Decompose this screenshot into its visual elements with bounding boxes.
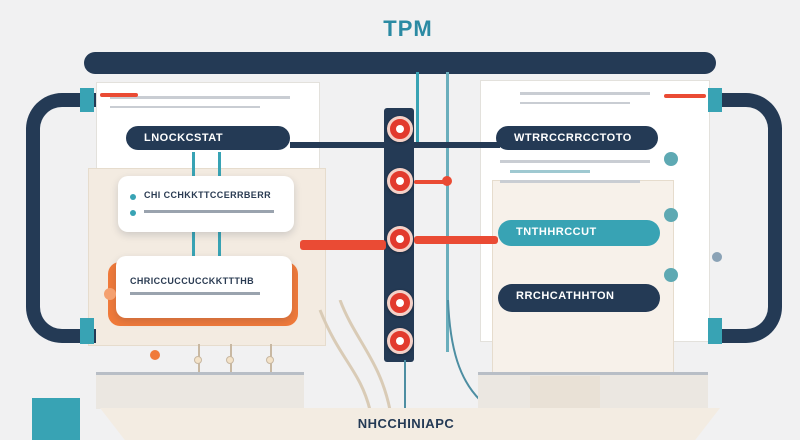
- valve-knob-5[interactable]: [387, 328, 413, 354]
- orange-dot-icon: [150, 350, 160, 360]
- panel-line: [110, 96, 290, 99]
- right-pipe-connector-top: [708, 88, 722, 112]
- connector-line: [446, 72, 449, 352]
- panel-line: [110, 106, 260, 108]
- bottom-left-base: [96, 372, 304, 409]
- short-red-link: [414, 180, 448, 184]
- diagram-title: TPM: [383, 16, 433, 41]
- left-pipe: [26, 93, 96, 343]
- bullet-icon: [130, 194, 136, 200]
- status-dot-icon: [712, 252, 722, 262]
- panel-line: [510, 170, 590, 173]
- status-dot-icon: [664, 208, 678, 222]
- right-red-link: [414, 236, 498, 244]
- panel-line: [500, 160, 650, 163]
- left-pipe-connector-bottom: [80, 318, 94, 344]
- left-red-link: [300, 240, 386, 250]
- pin-dot: [266, 356, 274, 364]
- connector-line: [192, 152, 195, 176]
- spine-to-left-bar: [290, 142, 384, 148]
- right-beige-module: [492, 180, 674, 374]
- left-card-bottom: CHRICCUCCUCCKKTTTHB: [116, 256, 292, 318]
- top-bus-bar: [84, 52, 716, 74]
- connector-line: [218, 152, 221, 176]
- spine-to-right-bar: [414, 142, 500, 148]
- wiring-lines: [318, 300, 481, 411]
- footer-label: NHCCHINIAPC: [357, 416, 455, 431]
- left-card-top: CHI CCHKKTTCCERRBERR: [118, 176, 294, 232]
- connector-line: [416, 72, 419, 142]
- text-line: [144, 210, 274, 213]
- valve-knob-4[interactable]: [387, 290, 413, 316]
- footer-base: [100, 408, 720, 440]
- text-line: [130, 292, 260, 295]
- top-right-accent: [664, 94, 706, 98]
- left-card-bottom-text: CHRICCUCCUCCKKTTTHB: [130, 276, 255, 286]
- pin-dot: [194, 356, 202, 364]
- top-left-accent: [100, 93, 138, 97]
- panel-line: [500, 180, 640, 183]
- connector-line: [192, 232, 195, 258]
- bullet-icon: [130, 210, 136, 216]
- teal-block: [32, 398, 80, 440]
- valve-knob-2[interactable]: [387, 168, 413, 194]
- right-teal-pill: TNTHHRCCUT: [498, 220, 660, 246]
- valve-knob-3[interactable]: [387, 226, 413, 252]
- red-link-dot: [442, 176, 452, 186]
- right-navy-pill: RRCHCATHHTON: [498, 284, 660, 312]
- orange-dot-icon: [104, 288, 116, 300]
- right-pipe: [712, 93, 782, 343]
- right-header-pill: WTRRCCRRCCTOTO: [496, 126, 658, 150]
- pin-dot: [226, 356, 234, 364]
- status-dot-icon: [664, 268, 678, 282]
- status-dot-icon: [664, 152, 678, 166]
- panel-line: [520, 102, 630, 104]
- right-pipe-connector-bottom: [708, 318, 722, 344]
- valve-knob-1[interactable]: [387, 116, 413, 142]
- connector-line: [218, 232, 221, 258]
- left-pipe-connector-top: [80, 88, 94, 112]
- left-card-top-text: CHI CCHKKTTCCERRBERR: [144, 190, 271, 200]
- panel-line: [520, 92, 650, 95]
- left-header-pill: LNOCKCSTAT: [126, 126, 290, 150]
